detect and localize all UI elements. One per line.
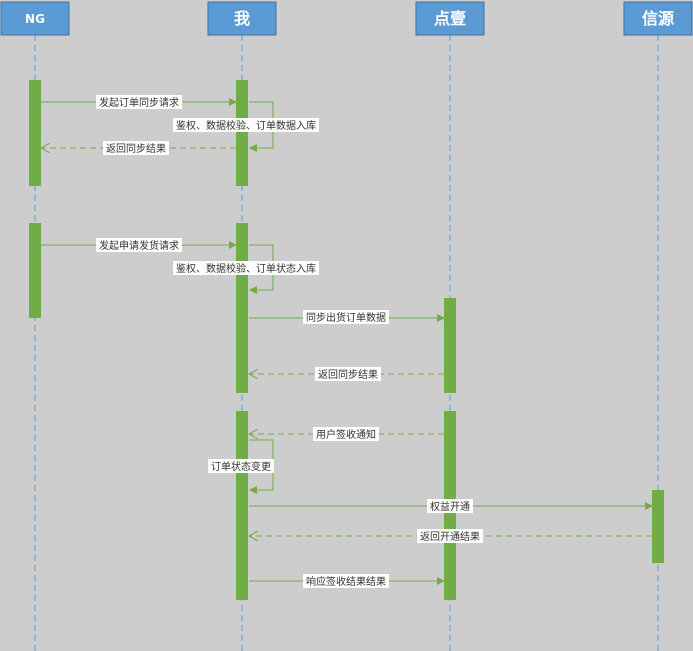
actor-box [623,1,693,36]
message-6: 同步出货订单数据 [249,310,445,324]
actor-xinyuan: 信源 [623,1,693,36]
message-1: 发起订单同步请求 [41,95,237,109]
message-label-bg [315,367,381,381]
message-label-bg [208,459,274,473]
message-label: 返回开通结果 [420,530,480,543]
activation-bar-dianyi [444,298,456,393]
message-9: 订单状态变更 [208,439,274,494]
message-label: 发起申请发货请求 [99,239,179,252]
message-12: 响应签收结果结果 [249,574,445,588]
actor-label: NG [25,12,45,26]
message-label-bg [427,499,473,513]
actor-label: 信源 [642,9,674,28]
message-5: 鉴权、数据校验、订单状态入库 [173,244,319,294]
message-label: 鉴权、数据校验、订单状态入库 [176,262,316,275]
message-label: 同步出货订单数据 [306,311,386,324]
message-3: 返回同步结果 [41,141,236,155]
activation-bar-ng [29,80,41,186]
activation-bar-me [236,223,248,393]
message-label: 用户签收通知 [316,428,376,441]
message-label: 权益开通 [430,500,470,513]
message-11: 返回开通结果 [249,529,652,543]
actor-ng: NG [0,1,70,36]
message-label-bg [173,118,319,132]
message-8: 用户签收通知 [249,427,444,441]
message-label-bg [303,574,389,588]
message-label: 鉴权、数据校验、订单数据入库 [176,119,316,132]
actor-dianyi: 点壹 [415,1,485,36]
activation-bar-me [236,80,248,186]
message-7: 返回同步结果 [249,367,444,381]
actor-box [207,1,277,36]
actor-me: 我 [207,1,277,36]
message-label-bg [417,529,483,543]
message-label-bg [96,95,182,109]
message-label: 响应签收结果结果 [306,575,386,588]
message-label: 返回同步结果 [106,142,166,155]
message-label: 订单状态变更 [211,460,271,473]
message-2: 鉴权、数据校验、订单数据入库 [173,101,319,152]
message-label-bg [303,310,389,324]
message-label-bg [313,427,379,441]
actor-label: 点壹 [434,9,466,28]
activation-bar-xinyuan [652,490,664,563]
message-label-bg [173,261,319,275]
actor-label: 我 [234,9,250,28]
actor-box [0,1,70,36]
message-label: 返回同步结果 [318,368,378,381]
message-label-bg [96,238,182,252]
message-4: 发起申请发货请求 [41,238,237,252]
activation-bar-ng [29,223,41,318]
message-label-bg [103,141,169,155]
message-10: 权益开通 [249,499,653,513]
activation-bar-me [236,411,248,600]
actor-box [415,1,485,36]
message-label: 发起订单同步请求 [99,96,179,109]
